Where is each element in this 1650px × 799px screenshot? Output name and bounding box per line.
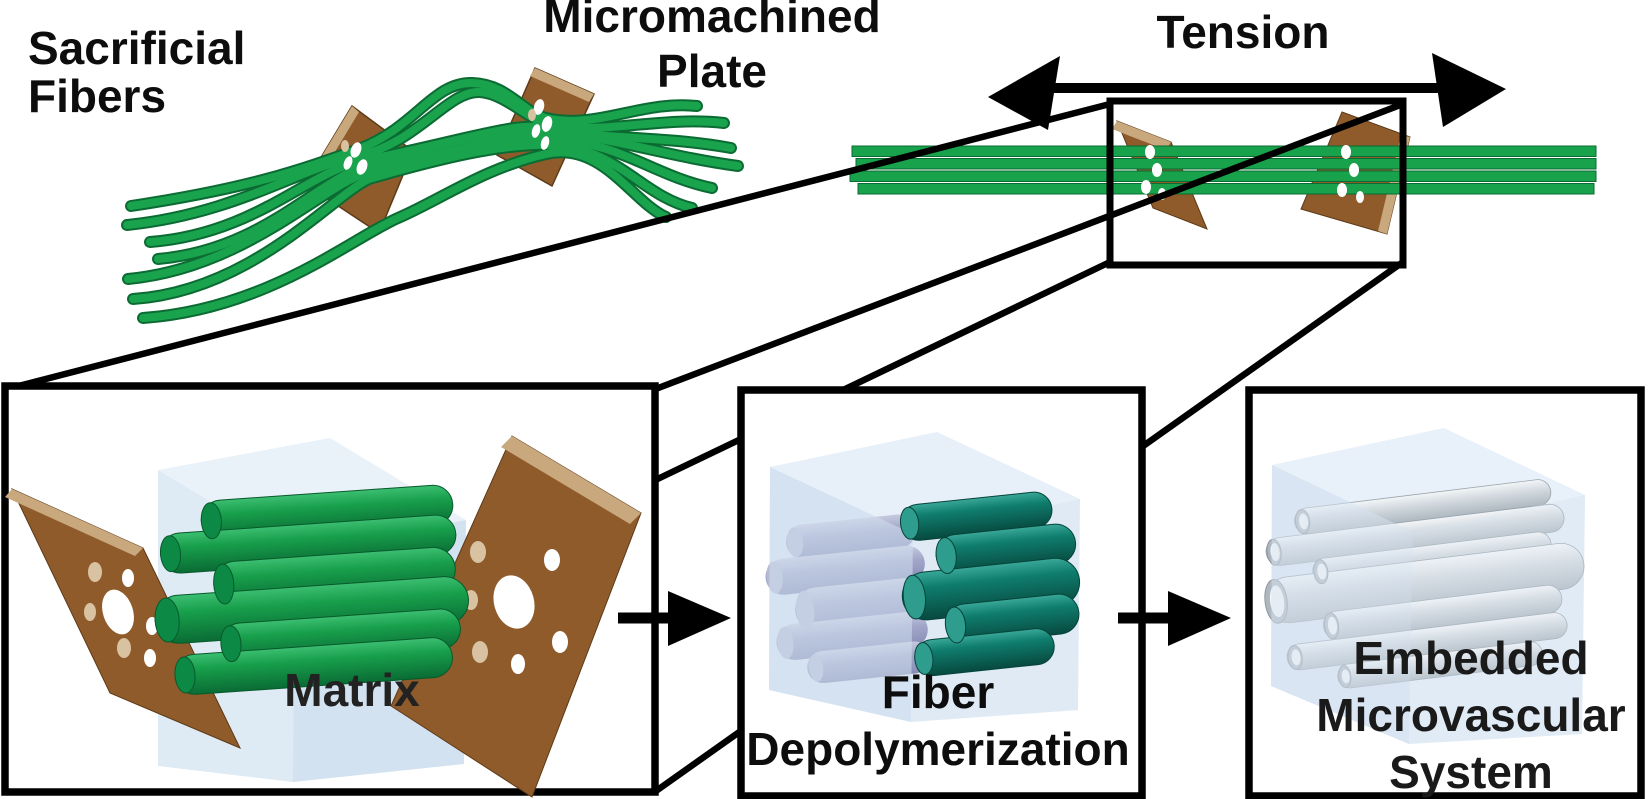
label-line: Microvascular [1316,689,1626,741]
label-line: System [1389,746,1553,798]
plate-edge-tan [530,68,594,102]
matrix-box-content [5,435,642,798]
arrow-right-head [1168,591,1231,646]
cube-front-face-veil [769,467,913,722]
wavy-green-fibers [121,76,744,324]
label-line: Fibers [28,70,167,122]
arrow-left-head [988,56,1060,130]
cube-right-face-veil [1409,495,1585,744]
label-embedded-microvascular-system: Embedded Microvascular System [1316,630,1625,799]
step-arrow-1 [618,591,731,646]
tension-hole-caps [1141,145,1364,203]
embedded-microvascular-content [1264,428,1585,744]
tension-scene [849,111,1597,235]
fiber-depolymerization-content [765,432,1081,722]
arrow-right-head [1432,53,1506,127]
label-line: Depolymerization [746,723,1130,775]
arrow-right-head [668,591,731,646]
label-fiber-depolymerization: Fiber Depolymerization [746,664,1129,778]
zoom-region-rect [1106,97,1407,269]
tension-arrow [988,53,1506,130]
label-line: Plate [657,45,767,97]
label-micromachined-plate: Micromachined Plate [543,0,880,99]
label-tension: Tension [1157,8,1330,56]
label-line: Sacrificial [28,22,246,74]
teal-fiber-bundle [900,491,1081,677]
label-line: Micromachined [543,0,881,42]
cube-front-face-veil [1271,465,1413,744]
step-arrow-2 [1118,591,1231,646]
green-fiber-bundle [154,484,469,695]
label-line: Matrix [284,664,420,716]
label-matrix: Matrix [284,666,419,714]
label-line: Tension [1156,6,1330,58]
label-line: Embedded [1353,632,1589,684]
sacrificial-fibers-scene [121,67,744,324]
label-line: Fiber [881,666,995,718]
plate-edge-tan [1112,121,1171,150]
label-sacrificial-fibers: Sacrificial Fibers [28,24,245,120]
micromachined-plate-right-detail [390,435,642,798]
plate-hole-caps [341,99,553,175]
